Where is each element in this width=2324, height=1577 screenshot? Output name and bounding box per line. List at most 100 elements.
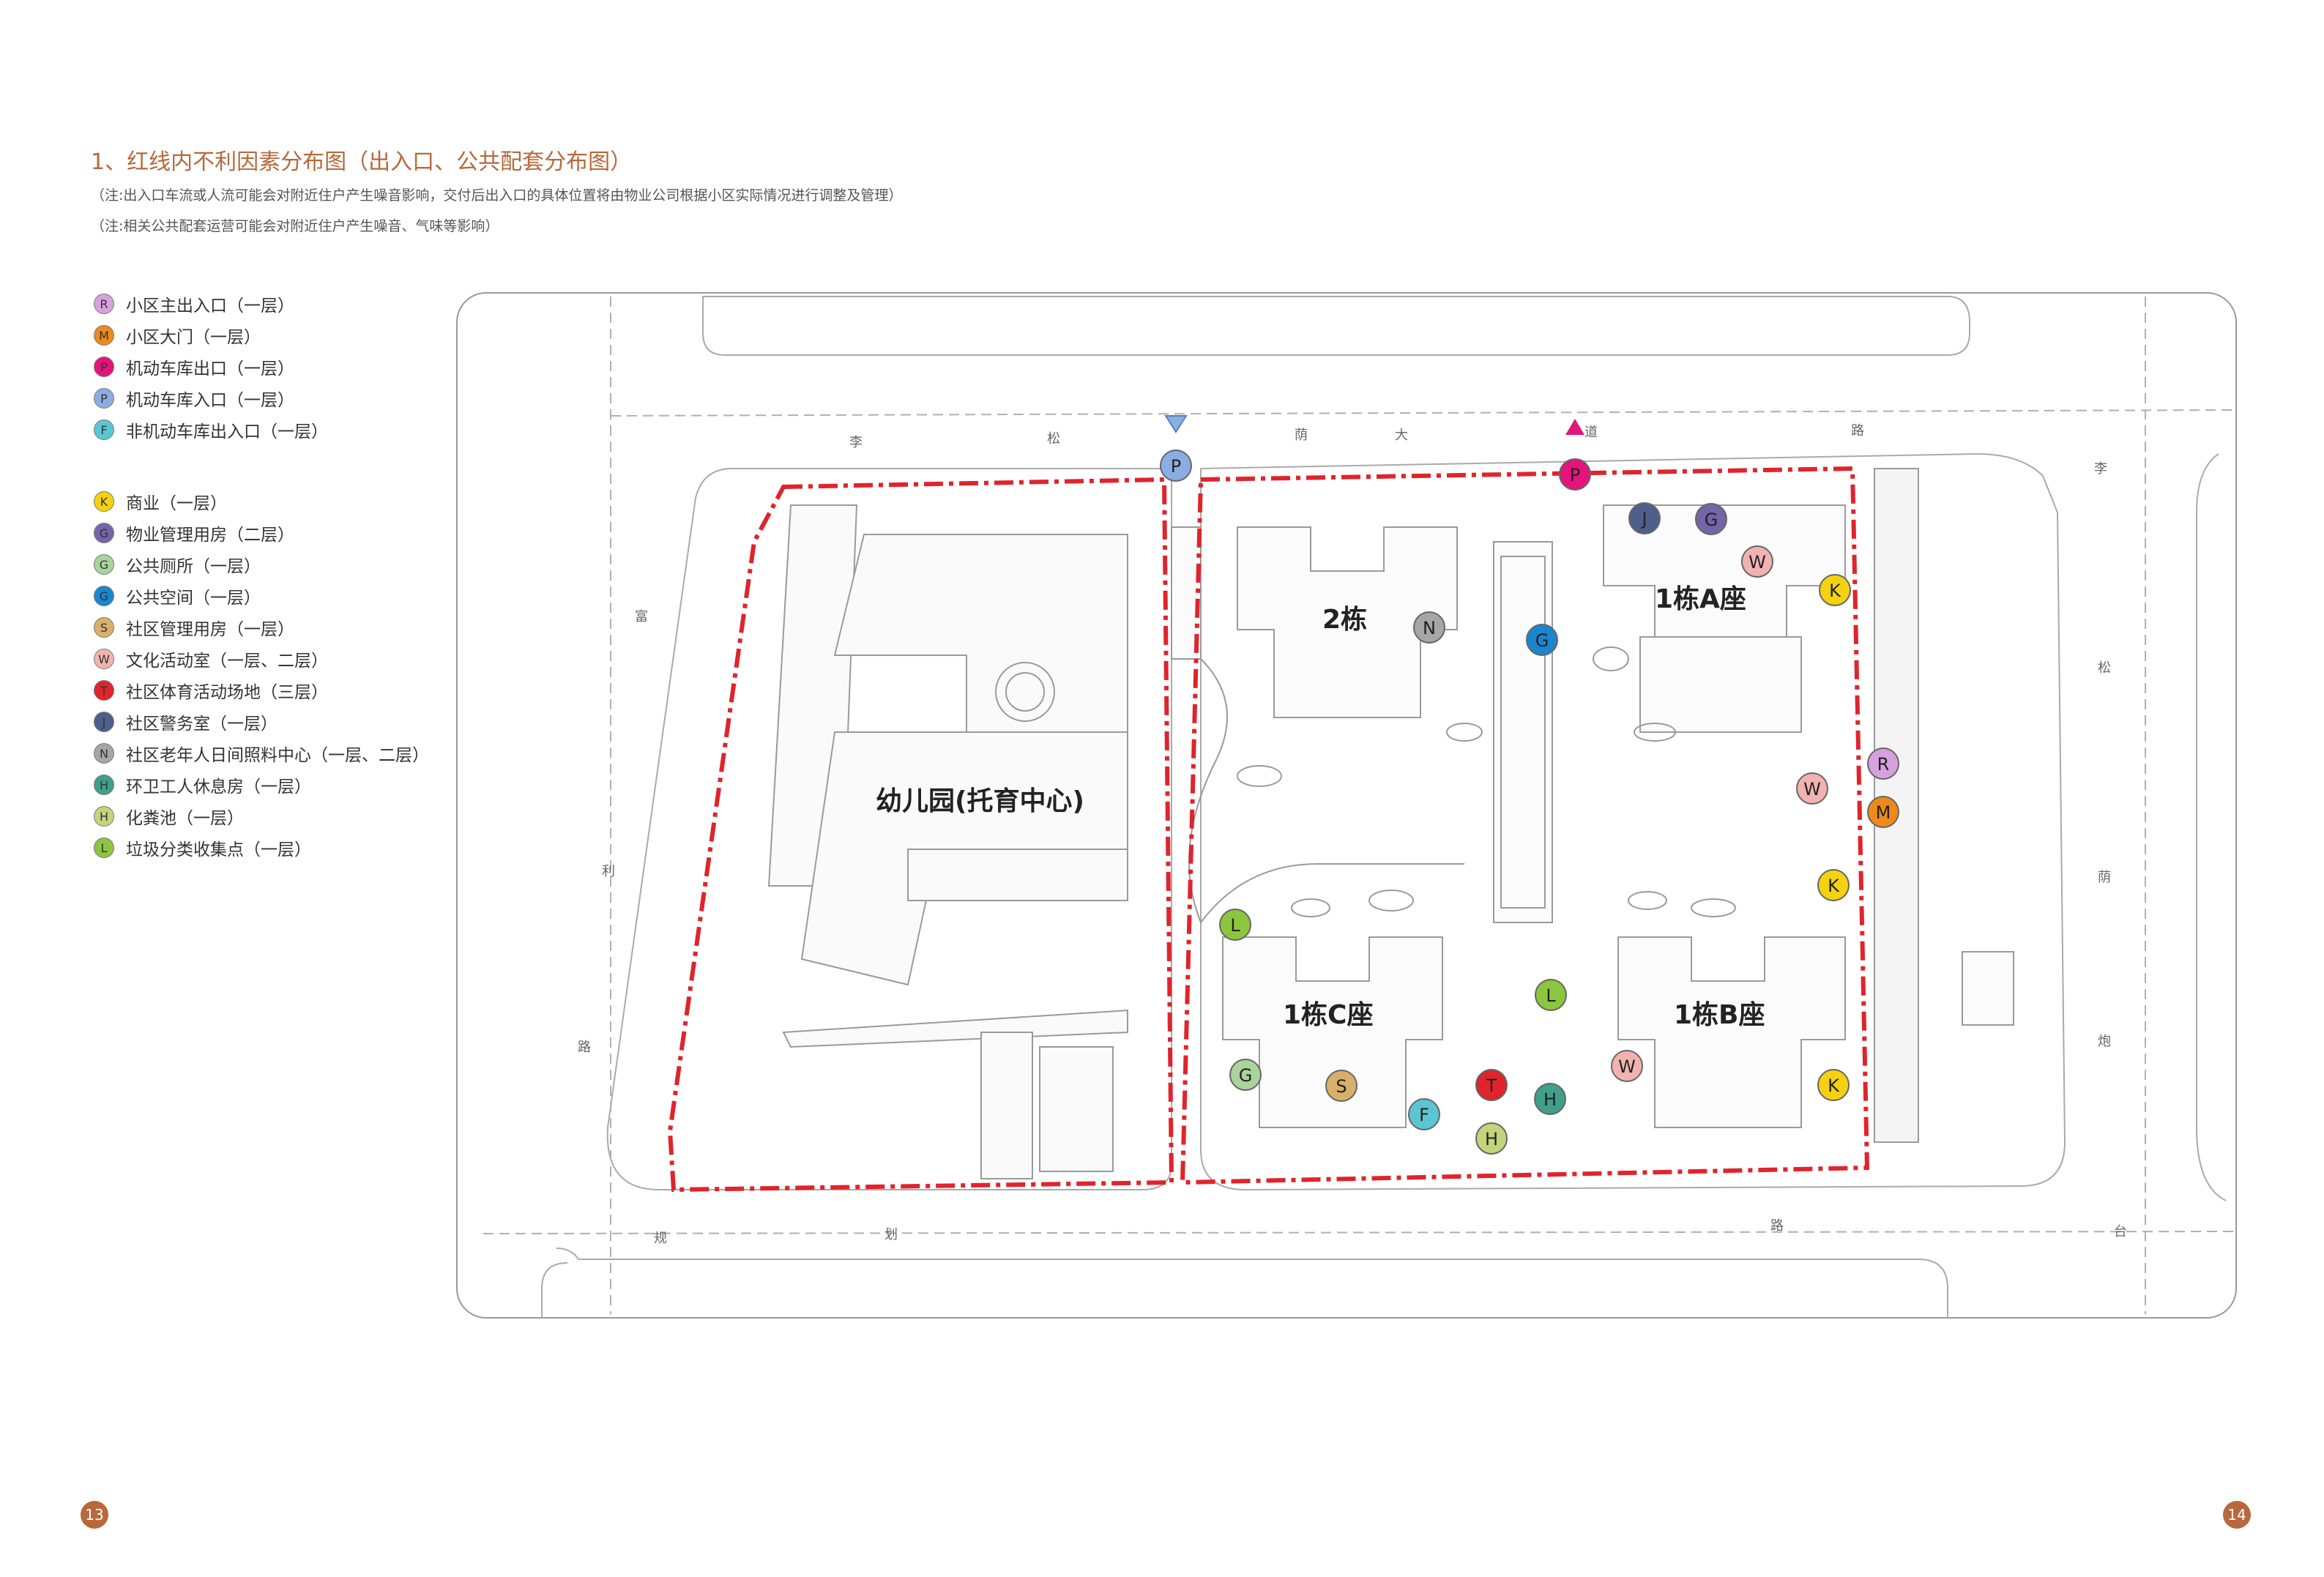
garden-blob [1593, 646, 1629, 671]
marker-circle [1741, 545, 1773, 578]
marker-garage-exit: P [1559, 458, 1591, 491]
page-title: 1、红线内不利因素分布图（出入口、公共配套分布图） [91, 149, 633, 175]
legend-label: 社区警务室（一层） [126, 715, 278, 734]
road-char: 道 [1584, 425, 1598, 440]
garden-blob [1691, 898, 1736, 917]
kindergarten-south-strip [782, 1009, 1128, 1048]
marker-commercial: K [1817, 1069, 1850, 1101]
road-char: 荫 [2098, 870, 2111, 885]
legend-item-public-toilet: G 公共厕所（一层） [94, 552, 474, 577]
legend-label: 商业（一层） [126, 494, 227, 513]
marker-code: K [1828, 876, 1840, 896]
marker-circle [1534, 1083, 1566, 1115]
building-2-footprint [1237, 526, 1458, 718]
legend-label: 物业管理用房（二层） [126, 526, 294, 545]
legend-label: 小区大门（一层） [126, 328, 261, 347]
facility-markers: P P J G W K N G R M W K L L W K G S F T … [1160, 450, 1899, 1155]
road-char: 松 [2098, 660, 2111, 676]
marker-code: H [1485, 1129, 1498, 1149]
marker-commercial: K [1817, 869, 1850, 901]
legend-marker: P [94, 388, 114, 409]
marker-code: W [1803, 779, 1821, 799]
marker-garbage-point: L [1219, 909, 1251, 941]
marker-circle [1628, 502, 1661, 534]
road-char: 荫 [1295, 428, 1308, 443]
legend-label: 社区管理用房（一层） [126, 620, 294, 639]
building-1a-core [1639, 636, 1802, 733]
marker-code: R [1877, 754, 1890, 775]
page-number-right: 14 [2223, 1501, 2251, 1529]
legend-marker: F [94, 420, 114, 440]
legend-item-garage-entrance: P 机动车库入口（一层） [94, 386, 474, 411]
building-labels: 幼儿园(托育中心) 2栋 1栋A座 1栋B座 1栋C座 [876, 584, 1765, 1030]
marker-code: S [1336, 1076, 1347, 1097]
legend-label: 非机动车库出入口（一层） [126, 422, 328, 441]
marker-circle [1526, 624, 1558, 656]
legend-marker: L [94, 838, 114, 858]
marker-code: N [1423, 618, 1436, 638]
legend-item-gate: M 小区大门（一层） [94, 323, 474, 348]
marker-circle [1611, 1050, 1643, 1082]
marker-bike-garage: F [1408, 1098, 1440, 1130]
legend-marker: H [94, 775, 114, 795]
road-char: 大 [1395, 428, 1408, 443]
marker-garage-entrance: P [1160, 450, 1192, 482]
kindergarten-annex [980, 1032, 1033, 1179]
road-char: 划 [884, 1227, 898, 1242]
legend-item-sports-field: T 社区体育活动场地（三层） [94, 678, 474, 703]
marker-circle [1408, 1098, 1440, 1130]
south-block-outline [556, 1248, 1948, 1318]
legend-marker: K [94, 491, 114, 512]
marker-police-room: J [1628, 502, 1661, 534]
marker-elderly-center: N [1413, 611, 1445, 644]
road-centerlines [483, 297, 2234, 1314]
marker-public-space: G [1526, 624, 1558, 656]
building-1a-label: 1栋A座 [1655, 584, 1746, 614]
building-1c-footprint [1222, 936, 1443, 1128]
marker-circle [1559, 458, 1591, 491]
marker-circle [1219, 909, 1251, 941]
road-centerline-south [483, 1231, 2234, 1234]
central-corridor [1493, 541, 1553, 923]
red-line-east-parcel [1180, 466, 1870, 1185]
legend-item-septic-tank: H 化粪池（一层） [94, 804, 474, 829]
kindergarten-south-wing [907, 849, 1128, 901]
marker-circle [1796, 772, 1828, 805]
marker-main-entrance: R [1867, 748, 1899, 780]
building-1b-label: 1栋B座 [1674, 1000, 1765, 1030]
marker-code: T [1486, 1075, 1497, 1096]
legend-item-property-office: G 物业管理用房（二层） [94, 521, 474, 545]
building-2-label: 2栋 [1322, 605, 1367, 635]
road-char: 利 [602, 864, 615, 879]
central-corridor-inner [1500, 556, 1546, 909]
marker-property-office: G [1695, 503, 1727, 535]
marker-code: G [1239, 1065, 1253, 1086]
marker-circle [1160, 450, 1192, 482]
marker-circle [1817, 1069, 1850, 1101]
road-char: 路 [1770, 1218, 1784, 1234]
marker-circle [1817, 869, 1850, 901]
marker-circle [1413, 611, 1445, 644]
legend-label: 公共厕所（一层） [126, 557, 261, 576]
legend-marker: R [94, 294, 114, 314]
legend-label: 社区体育活动场地（三层） [126, 683, 328, 702]
building-1b-footprint [1617, 936, 1846, 1128]
legend-label: 机动车库入口（一层） [126, 391, 294, 410]
marker-code: W [1618, 1056, 1636, 1077]
marker-culture-room: W [1611, 1050, 1643, 1082]
marker-culture-room: W [1741, 545, 1773, 578]
marker-code: G [1535, 630, 1549, 651]
marker-code: M [1876, 802, 1891, 823]
residential-buildings [1171, 468, 2014, 1143]
legend-label: 环卫工人休息房（一层） [126, 778, 311, 797]
west-block-outline [606, 468, 1172, 1190]
marker-code: J [1640, 509, 1647, 529]
road-labels: 李 松 荫 大 道 路 富 利 路 规 划 路 台 李 松 荫 炮 [578, 423, 2127, 1246]
legend-marker: M [94, 325, 114, 346]
marker-sanitation-room: H [1534, 1083, 1566, 1115]
garage-exit-arrow-icon [1565, 419, 1584, 435]
marker-code: K [1828, 1075, 1840, 1096]
marker-circle [1535, 979, 1567, 1011]
marker-code: L [1230, 915, 1240, 936]
marker-commercial: K [1819, 574, 1851, 606]
